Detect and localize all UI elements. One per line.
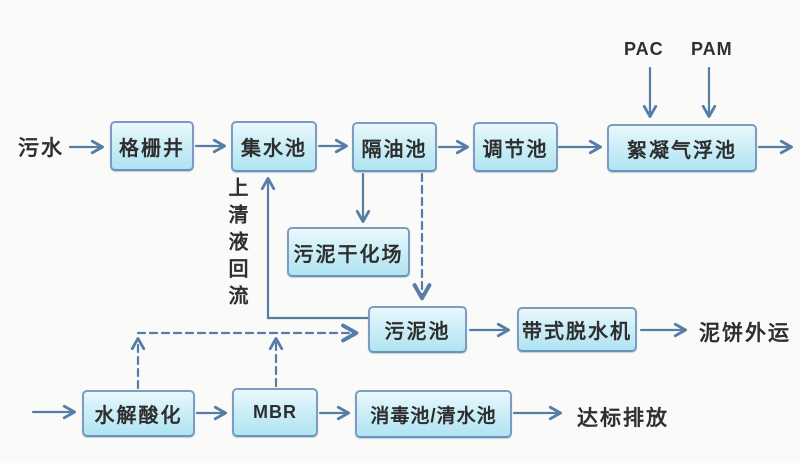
node-flocculation-air-flotation-tank: 絮凝气浮池 — [607, 124, 757, 172]
node-mbr: MBR — [232, 388, 318, 437]
node-oil-separation-tank: 隔油池 — [352, 122, 437, 172]
supernatant-reflux-label: 上清液回流 — [225, 177, 247, 312]
node-collecting-tank-label: 集水池 — [241, 138, 307, 160]
edge-supernatant-reflux — [260, 177, 370, 320]
sludge-cake-out-label: 泥饼外运 — [699, 322, 791, 345]
node-sludge-drying-field-label: 污泥干化场 — [293, 243, 404, 266]
node-oil-separation-tank-label: 隔油池 — [361, 138, 428, 161]
node-grid-well-label: 格栅井 — [119, 137, 185, 160]
pam-label: PAM — [691, 39, 733, 59]
node-sludge-tank: 污泥池 — [368, 306, 467, 353]
pac-label: PAC — [624, 39, 664, 59]
node-disinfection-clear-water-tank-label: 消毒池/清水池 — [370, 405, 497, 427]
node-flocculation-air-flotation-tank-label: 絮凝气浮池 — [627, 139, 737, 162]
node-sludge-tank-label: 污泥池 — [384, 321, 451, 343]
node-belt-dewatering-machine-label: 带式脱水机 — [522, 321, 632, 343]
node-belt-dewatering-machine: 带式脱水机 — [517, 307, 637, 352]
node-regulating-tank-label: 调节池 — [482, 138, 549, 161]
node-mbr-label: MBR — [253, 402, 297, 422]
node-hydrolysis-acidification: 水解酸化 — [82, 390, 195, 437]
node-sludge-drying-field: 污泥干化场 — [287, 227, 410, 277]
node-collecting-tank: 集水池 — [231, 121, 317, 172]
node-grid-well: 格栅井 — [110, 121, 194, 171]
node-disinfection-clear-water-tank: 消毒池/清水池 — [355, 390, 512, 438]
node-hydrolysis-acidification-label: 水解酸化 — [94, 405, 183, 427]
node-regulating-tank: 调节池 — [473, 122, 558, 172]
discharge-label: 达标排放 — [577, 407, 669, 430]
influent-label: 污水 — [18, 137, 64, 160]
